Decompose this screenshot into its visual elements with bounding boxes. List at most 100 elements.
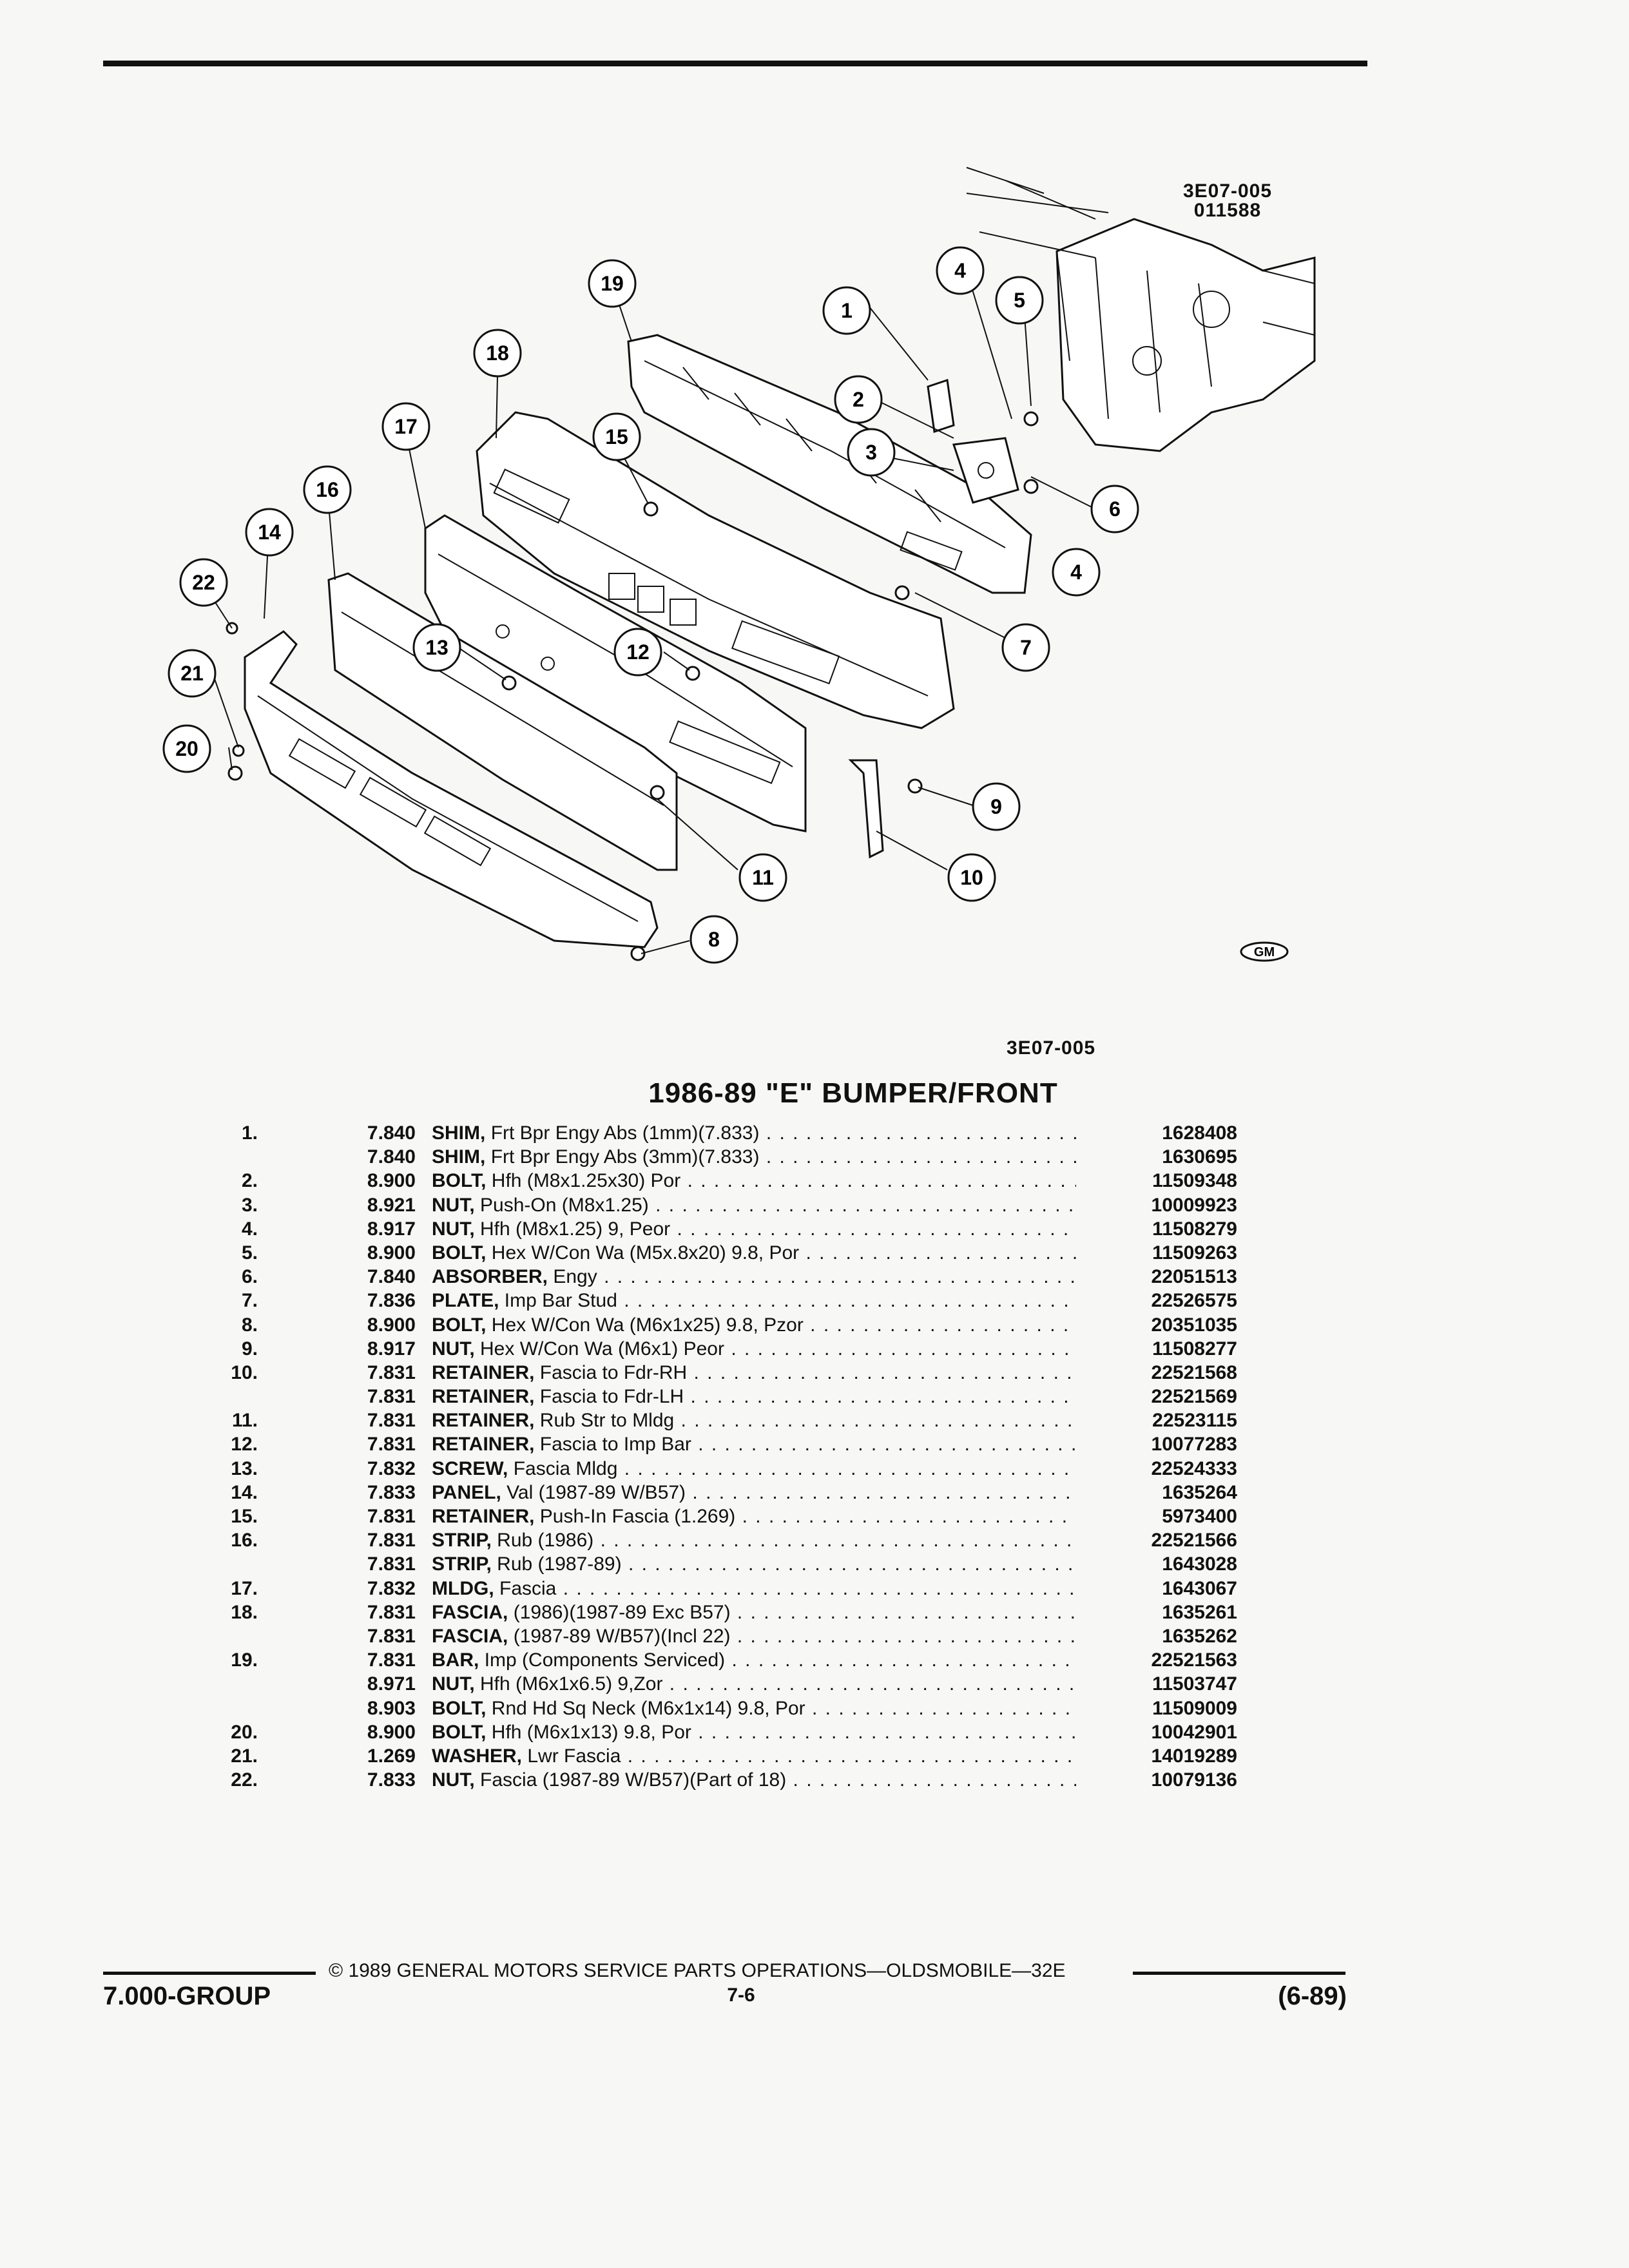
part-description: NUT, Fascia (1987-89 W/B57)(Part of 18) [432, 1768, 1076, 1792]
body-structure-drawing [966, 167, 1316, 452]
part-name: NUT, [432, 1769, 475, 1791]
part-number: 22051513 [1151, 1266, 1237, 1288]
callout-10: 10 [960, 866, 983, 889]
group-number: 8.917 [367, 1338, 416, 1360]
part-number: 1635262 [1162, 1625, 1237, 1647]
item-number: 16. [231, 1530, 258, 1552]
group-number: 7.840 [367, 1266, 416, 1288]
part-description: BOLT, Hex W/Con Wa (M6x1x25) 9.8, Pzor [432, 1313, 1076, 1337]
part-name: RETAINER, [432, 1410, 535, 1432]
part-description: NUT, Hfh (M8x1.25) 9, Peor [432, 1217, 1076, 1241]
part-description: BOLT, Hfh (M6x1x13) 9.8, Por [432, 1720, 1076, 1744]
footer-rule-right [1133, 1972, 1345, 1975]
part-detail: Hex W/Con Wa (M6x1) Peor [480, 1338, 724, 1360]
part-name: RETAINER, [432, 1506, 535, 1527]
svg-text:GM: GM [1254, 945, 1275, 959]
group-number: 8.900 [367, 1170, 416, 1192]
part-detail: Rub Str to Mldg [539, 1410, 675, 1432]
parts-list-row: 9. 8.917 NUT, Hex W/Con Wa (M6x1) Peor 1150… [168, 1337, 1237, 1361]
part-description: NUT, Push-On (M8x1.25) [432, 1193, 1076, 1217]
part-number: 10077283 [1151, 1434, 1237, 1456]
part-name: ABSORBER, [432, 1266, 548, 1288]
part-number: 11508277 [1152, 1338, 1237, 1360]
part-description: RETAINER, Push-In Fascia (1.269) [432, 1504, 1076, 1528]
part-number: 1635264 [1162, 1481, 1237, 1503]
part-name: RETAINER, [432, 1361, 535, 1383]
valance-panel-drawing [244, 630, 659, 948]
ref-code-top: 3E07-005 [1182, 180, 1273, 202]
part-description: SCREW, Fascia Mldg [432, 1457, 1076, 1481]
part-detail: Hex W/Con Wa (M6x1x25) 9.8, Pzor [491, 1314, 804, 1336]
page-title: 1986-89 "E" BUMPER/FRONT [648, 1077, 1058, 1109]
part-number: 11503747 [1152, 1673, 1237, 1695]
footer-rule-left [103, 1972, 316, 1975]
part-description: PANEL, Val (1987-89 W/B57) [432, 1481, 1076, 1504]
part-number: 1635261 [1162, 1601, 1237, 1623]
item-number: 20. [231, 1721, 258, 1743]
callout-8: 8 [708, 928, 720, 951]
part-detail: Rnd Hd Sq Neck (M6x1x14) 9.8, Por [491, 1697, 805, 1719]
callout-6: 6 [1109, 497, 1121, 521]
footer-copyright: © 1989 GENERAL MOTORS SERVICE PARTS OPER… [329, 1960, 1066, 1981]
item-number: 5. [241, 1242, 258, 1264]
part-detail: Hfh (M6x1x6.5) 9,Zor [480, 1673, 663, 1695]
gm-logo-mark: GM [1240, 941, 1289, 962]
group-number: 7.831 [367, 1649, 416, 1671]
item-number: 14. [231, 1481, 258, 1503]
part-name: FASCIA, [432, 1601, 508, 1623]
part-name: NUT, [432, 1338, 475, 1360]
part-number: 11509009 [1152, 1697, 1237, 1719]
callout-17: 17 [394, 415, 418, 438]
footer-revision-date: (6-89) [1278, 1982, 1347, 2010]
group-number: 7.832 [367, 1457, 416, 1479]
footer-page-number: 7-6 [727, 1984, 755, 2006]
group-number: 7.831 [367, 1530, 416, 1552]
part-description: BOLT, Hfh (M8x1.25x30) Por [432, 1169, 1076, 1193]
item-number: 6. [241, 1266, 258, 1288]
group-number: 7.831 [367, 1434, 416, 1456]
part-description: BAR, Imp (Components Serviced) [432, 1648, 1076, 1672]
part-name: RETAINER, [432, 1386, 535, 1408]
part-number: 1643028 [1162, 1553, 1237, 1575]
part-description: FASCIA, (1987-89 W/B57)(Incl 22) [432, 1624, 1076, 1648]
part-number: 1630695 [1162, 1146, 1237, 1168]
part-detail: Imp (Components Serviced) [484, 1649, 726, 1671]
part-description: SHIM, Frt Bpr Engy Abs (3mm)(7.833) [432, 1145, 1076, 1169]
item-number: 18. [231, 1601, 258, 1623]
group-number: 7.840 [367, 1146, 416, 1168]
item-number: 9. [241, 1338, 258, 1360]
part-number: 22521563 [1151, 1649, 1237, 1671]
part-detail: Hfh (M6x1x13) 9.8, Por [491, 1721, 691, 1743]
callout-15: 15 [605, 425, 628, 448]
item-number: 15. [231, 1506, 258, 1527]
energy-absorber-drawing [927, 379, 1019, 504]
part-description: NUT, Hfh (M6x1x6.5) 9,Zor [432, 1672, 1076, 1696]
callout-13: 13 [425, 636, 448, 659]
group-number: 8.921 [367, 1194, 416, 1216]
part-description: BOLT, Hex W/Con Wa (M5x.8x20) 9.8, Por [432, 1241, 1076, 1265]
part-name: STRIP, [432, 1553, 492, 1575]
group-number: 7.836 [367, 1290, 416, 1312]
group-number: 7.831 [367, 1410, 416, 1432]
impact-bar-drawing [627, 334, 1032, 594]
part-name: NUT, [432, 1194, 475, 1216]
item-number: 21. [231, 1745, 258, 1767]
part-description: STRIP, Rub (1986) [432, 1528, 1076, 1552]
part-name: STRIP, [432, 1530, 492, 1552]
callout-1: 1 [841, 299, 853, 322]
part-description: PLATE, Imp Bar Stud [432, 1289, 1076, 1312]
item-number: 22. [231, 1769, 258, 1791]
item-number: 4. [241, 1218, 258, 1240]
callout-4-upper: 4 [954, 259, 966, 282]
part-description: STRIP, Rub (1987-89) [432, 1552, 1076, 1576]
group-number: 8.903 [367, 1697, 416, 1719]
group-number: 7.831 [367, 1386, 416, 1408]
